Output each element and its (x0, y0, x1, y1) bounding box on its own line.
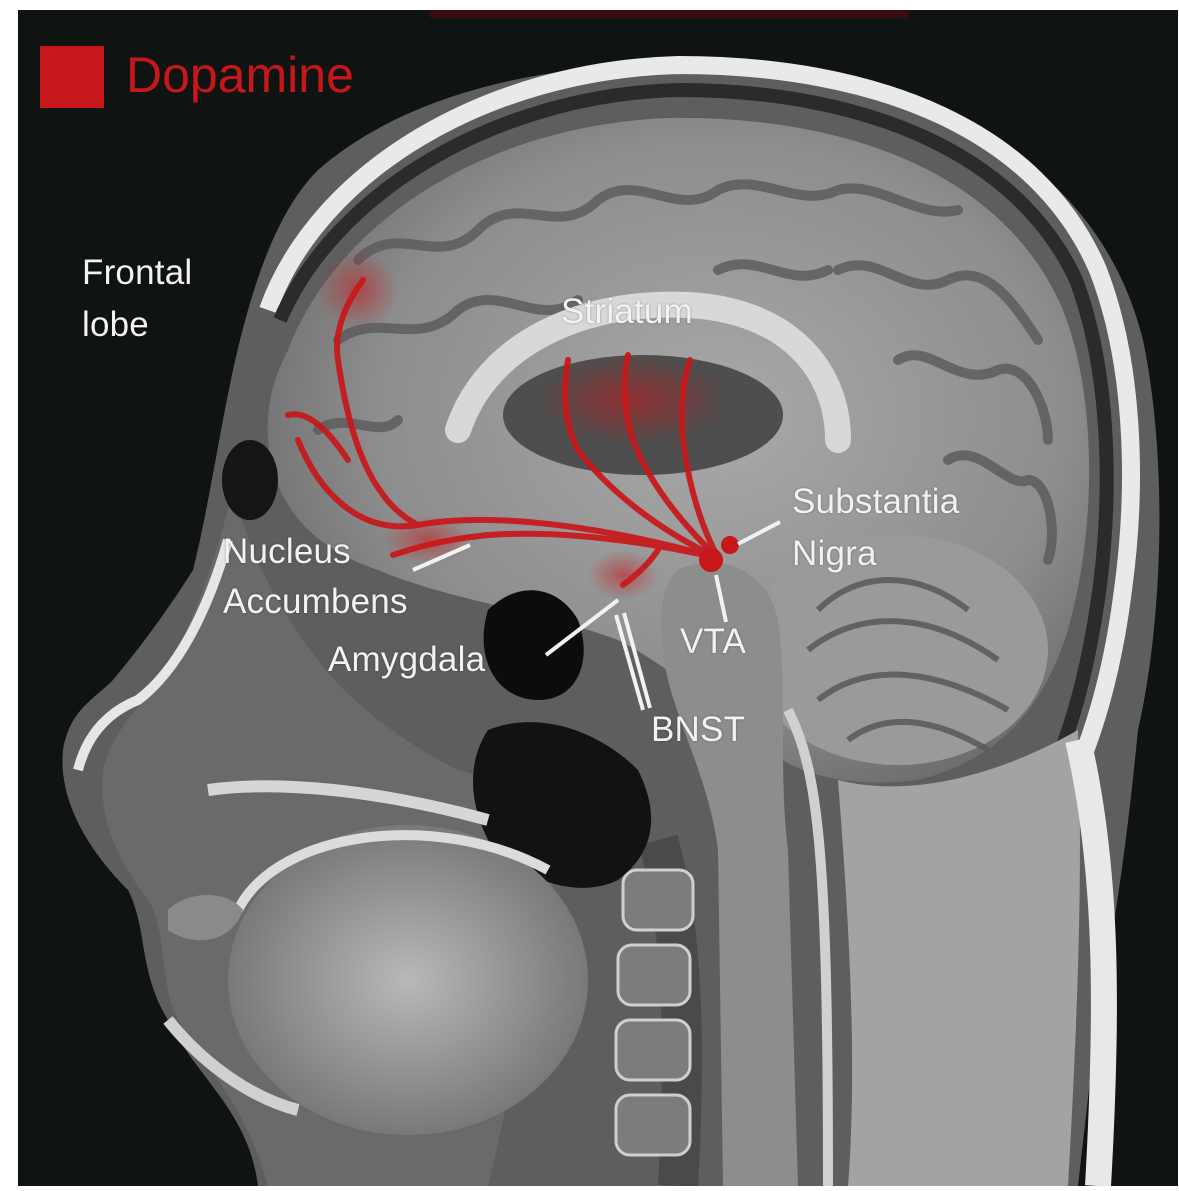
tongue (228, 825, 588, 1135)
amygdala-glow (588, 550, 658, 600)
label-nucleus-accumbens: Nucleus Accumbens (223, 532, 408, 622)
label-vta: VTA (680, 622, 746, 662)
vta-marker (699, 548, 723, 572)
label-striatum: Striatum (561, 292, 693, 332)
label-frontal-lobe-line2: lobe (82, 305, 192, 345)
sagittal-mri-image (18, 10, 1178, 1186)
label-frontal-lobe-line1: Frontal (82, 253, 192, 293)
label-nucleus-accumbens-line1: Nucleus (223, 532, 408, 572)
label-bnst: BNST (651, 710, 745, 750)
label-frontal-lobe: Frontal lobe (82, 253, 192, 345)
frontal-glow (318, 250, 398, 330)
label-nucleus-accumbens-line2: Accumbens (223, 582, 408, 622)
label-substantia-nigra-line1: Substantia (792, 482, 959, 522)
label-substantia-nigra-line2: Nigra (792, 534, 959, 574)
neck-posterior (838, 730, 1080, 1186)
mri-figure: Dopamine Frontal lobe Striatum Substanti… (18, 10, 1178, 1186)
label-amygdala: Amygdala (328, 640, 485, 680)
substantia-nigra-marker (721, 536, 739, 554)
label-substantia-nigra: Substantia Nigra (792, 482, 959, 574)
striatum-glow (538, 355, 728, 445)
dopamine-legend-swatch (40, 46, 104, 108)
dopamine-legend-label: Dopamine (126, 44, 354, 106)
frontal-sinus (222, 440, 278, 520)
top-accent-bar (430, 10, 908, 18)
